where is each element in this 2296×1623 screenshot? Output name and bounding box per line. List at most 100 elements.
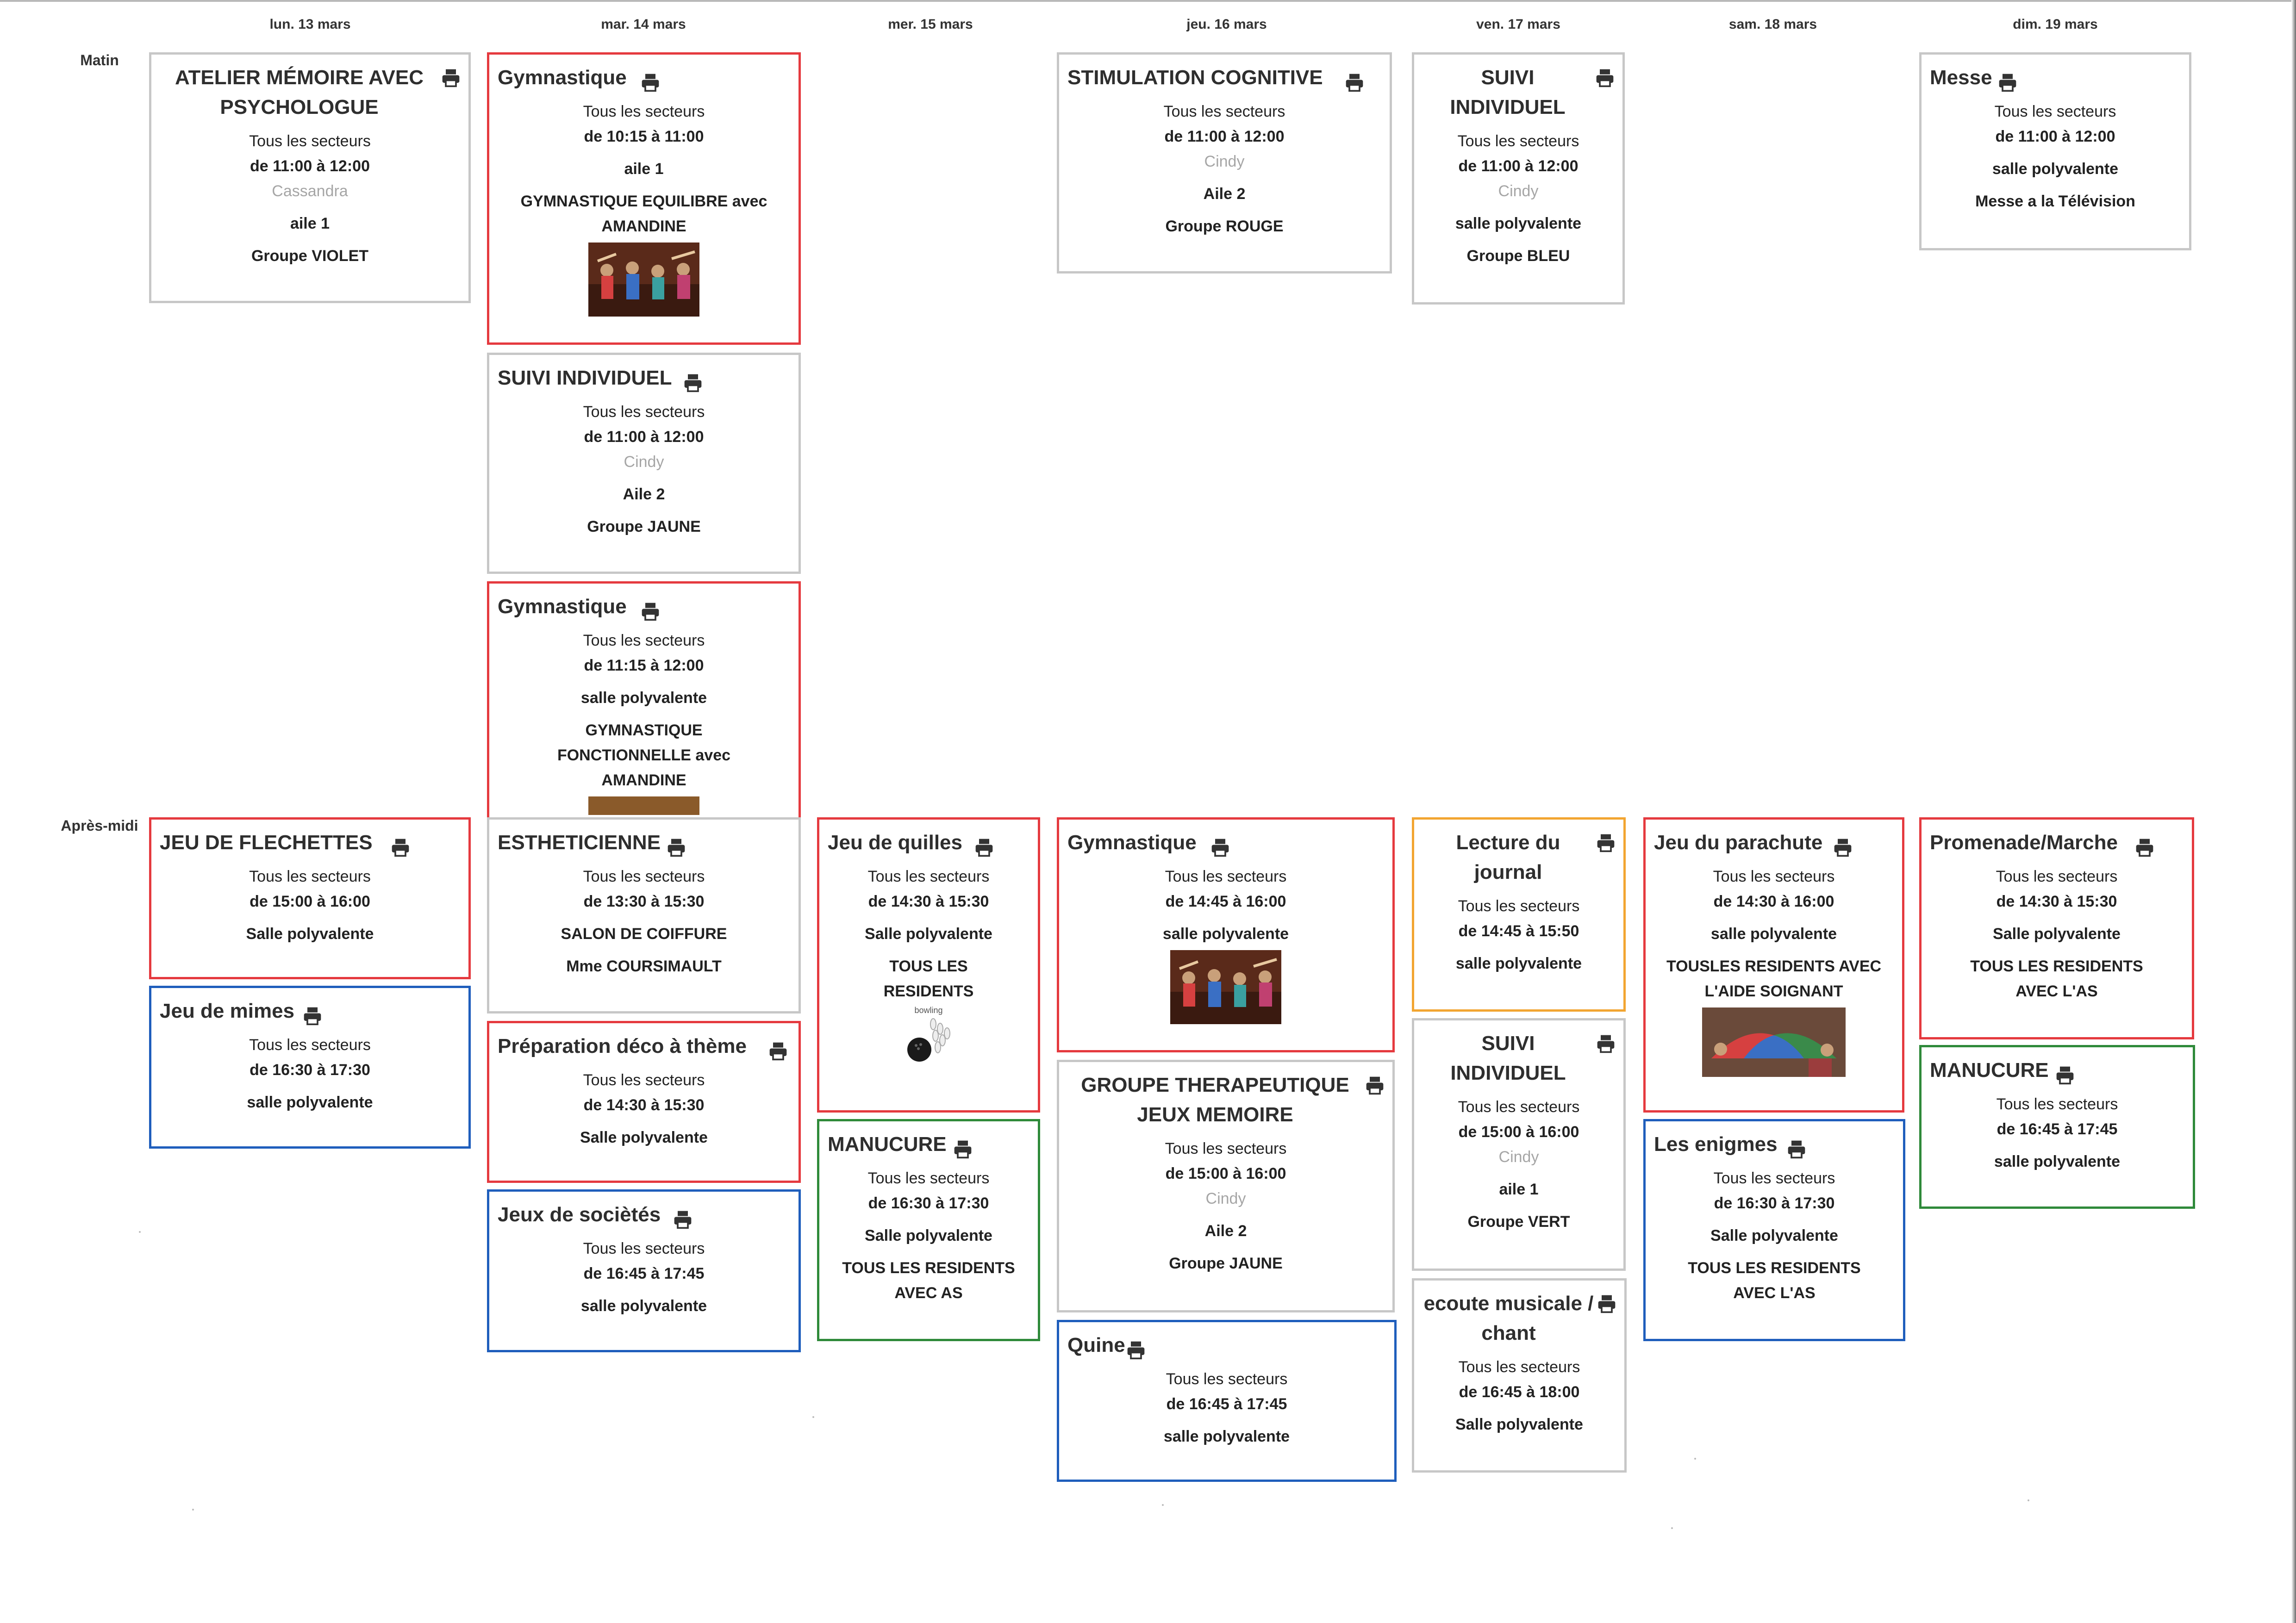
activity-title: Jeu de mimes [160,1000,295,1022]
activity-location: salle polyvalente [1162,925,1289,943]
period-morning: Matin [80,52,119,68]
activity-time: de 11:00 à 12:00 [1164,128,1285,145]
activity-location: Salle polyvalente [865,1227,992,1244]
printer-icon[interactable] [953,1139,973,1159]
activity-secteurs: Tous les secteurs [1165,868,1287,885]
activity-secteurs: Tous les secteurs [867,1169,990,1187]
activity-extra: TOUS LES RESIDENTS AVEC L'AS [1688,1259,1861,1302]
activity-secteurs: Tous les secteurs [583,632,705,649]
printer-icon[interactable] [1344,72,1365,93]
activity-card[interactable]: Jeu de quilles Tous les secteurs de 14:3… [817,817,1040,1113]
activity-secteurs: Tous les secteurs [1713,1169,1835,1187]
activity-title: ecoute musicale / chant [1423,1292,1594,1344]
activity-card[interactable]: Jeu de mimes Tous les secteurs de 16:30 … [149,986,471,1149]
printer-icon[interactable] [640,601,661,622]
printer-icon[interactable] [666,837,686,858]
activity-location: aile 1 [1499,1181,1539,1198]
printer-icon[interactable] [1596,1033,1616,1054]
printer-icon[interactable] [1786,1139,1807,1159]
activity-card[interactable]: SUIVI INDIVIDUEL Tous les secteurs de 11… [487,353,801,574]
activity-card[interactable]: MANUCURE Tous les secteurs de 16:30 à 17… [817,1119,1040,1341]
activity-card[interactable]: ecoute musicale / chant Tous les secteur… [1412,1278,1627,1473]
printer-icon[interactable] [1596,833,1616,853]
printer-icon[interactable] [2134,837,2155,858]
day-header-wed: mer. 15 mars [888,17,973,32]
activity-card[interactable]: MANUCURE Tous les secteurs de 16:45 à 17… [1919,1045,2195,1209]
activity-location: aile 1 [290,215,330,232]
activity-staff: Cassandra [272,182,348,200]
activity-title: Jeu de quilles [828,831,962,854]
activity-card[interactable]: Gymnastique Tous les secteurs de 11:15 à… [487,581,801,819]
activity-location: Salle polyvalente [580,1129,708,1146]
activity-title: ESTHETICIENNE [498,831,661,854]
printer-icon[interactable] [640,72,661,93]
activity-time: de 13:30 à 15:30 [583,893,705,910]
printer-icon[interactable] [1595,68,1615,88]
printer-icon[interactable] [302,1006,323,1026]
activity-card[interactable]: Préparation déco à thème Tous les secteu… [487,1021,801,1183]
activity-card[interactable]: GROUPE THERAPEUTIQUE JEUX MEMOIRE Tous l… [1057,1060,1395,1312]
activity-title: SUIVI INDIVIDUEL [1450,1032,1566,1084]
activity-extra: Groupe ROUGE [1165,218,1284,235]
activity-secteurs: Tous les secteurs [1165,1140,1287,1157]
activity-secteurs: Tous les secteurs [249,1036,371,1054]
activity-time: de 14:45 à 16:00 [1165,893,1286,910]
activity-extra: Groupe JAUNE [1169,1255,1283,1272]
scan-speck [1694,1458,1696,1460]
printer-icon[interactable] [2055,1065,2075,1085]
activity-time: de 16:30 à 17:30 [1714,1194,1835,1212]
activity-time: de 16:45 à 17:45 [583,1265,705,1282]
printer-icon[interactable] [1210,837,1230,858]
printer-icon[interactable] [1997,72,2018,93]
activity-secteurs: Tous les secteurs [1166,1370,1288,1388]
activity-secteurs: Tous les secteurs [583,1071,705,1089]
activity-title: MANUCURE [828,1133,947,1156]
printer-icon[interactable] [1126,1340,1146,1360]
activity-card[interactable]: SUIVI INDIVIDUEL Tous les secteurs de 11… [1412,52,1625,305]
activity-location: Aile 2 [1203,185,1246,203]
printer-icon[interactable] [1833,837,1853,858]
activity-card[interactable]: Gymnastique Tous les secteurs de 14:45 à… [1057,817,1395,1052]
printer-icon[interactable] [974,837,994,858]
activity-card[interactable]: STIMULATION COGNITIVE Tous les secteurs … [1057,52,1392,274]
activity-card[interactable]: Promenade/Marche Tous les secteurs de 14… [1919,817,2194,1039]
scan-speck [192,1509,194,1511]
printer-icon[interactable] [1597,1293,1617,1314]
activity-card[interactable]: Jeu du parachute Tous les secteurs de 14… [1643,817,1904,1113]
printer-icon[interactable] [683,373,703,393]
scan-speck [1671,1527,1673,1529]
printer-icon[interactable] [1365,1075,1385,1095]
activity-location: salle polyvalente [1992,160,2119,178]
activity-location: salle polyvalente [1163,1428,1290,1445]
printer-icon[interactable] [390,837,411,858]
activity-staff: Cindy [1498,182,1539,200]
activity-card[interactable]: Les enigmes Tous les secteurs de 16:30 à… [1643,1119,1905,1341]
activity-card[interactable]: JEU DE FLECHETTES Tous les secteurs de 1… [149,817,471,979]
activity-title: JEU DE FLECHETTES [160,831,373,854]
activity-card[interactable]: Quine Tous les secteurs de 16:45 à 17:45… [1057,1320,1397,1482]
activity-location: salle polyvalente [1455,215,1582,232]
activity-secteurs: Tous les secteurs [1996,1095,2118,1113]
activity-time: de 14:45 à 15:50 [1458,922,1579,940]
printer-icon[interactable] [673,1209,693,1230]
activity-title: GROUPE THERAPEUTIQUE JEUX MEMOIRE [1081,1074,1349,1126]
activity-secteurs: Tous les secteurs [1458,1098,1580,1116]
activity-card[interactable]: ESTHETICIENNE Tous les secteurs de 13:30… [487,817,801,1014]
activity-card[interactable]: Jeux de sociètés Tous les secteurs de 16… [487,1189,801,1352]
activity-time: de 11:00 à 12:00 [250,157,370,175]
activity-card[interactable]: SUIVI INDIVIDUEL Tous les secteurs de 15… [1412,1018,1626,1271]
activity-card[interactable]: Lecture du journal Tous les secteurs de … [1412,817,1626,1012]
activity-secteurs: Tous les secteurs [583,1240,705,1257]
printer-icon[interactable] [768,1041,788,1061]
activity-extra: Groupe VIOLET [251,247,369,265]
activity-time: de 14:30 à 16:00 [1713,893,1834,910]
printer-icon[interactable] [441,68,461,88]
activity-card[interactable]: Gymnastique Tous les secteurs de 10:15 à… [487,52,801,345]
activity-card[interactable]: Messe Tous les secteurs de 11:00 à 12:00… [1919,52,2191,250]
activity-title: Gymnastique [1067,831,1197,854]
day-header-mon: lun. 13 mars [269,17,351,32]
activity-time: de 16:45 à 17:45 [1166,1395,1287,1413]
activity-staff: Cindy [624,453,664,471]
activity-title: ATELIER MÉMOIRE AVEC PSYCHOLOGUE [175,66,424,118]
activity-card[interactable]: ATELIER MÉMOIRE AVEC PSYCHOLOGUE Tous le… [149,52,471,303]
